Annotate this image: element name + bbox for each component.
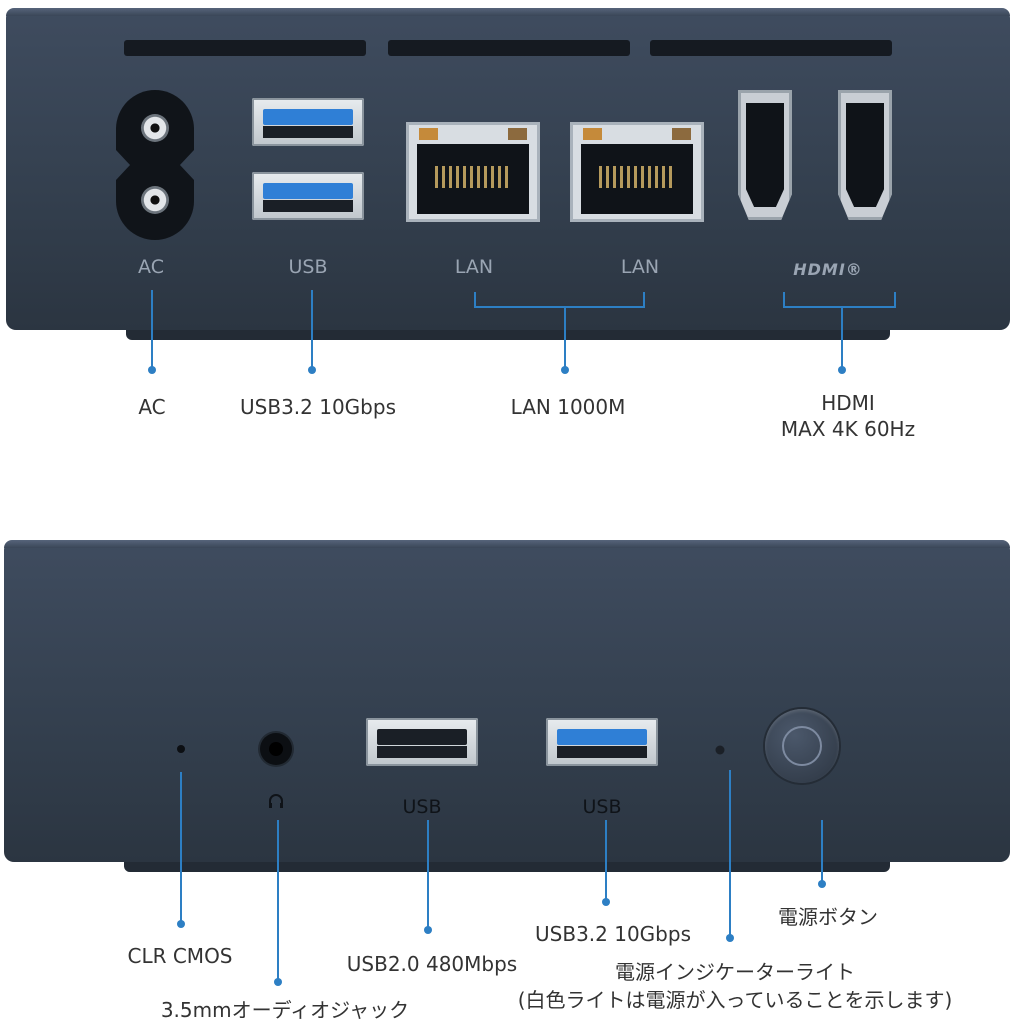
callout-dot-ac [148, 366, 156, 374]
usb2-port [366, 718, 478, 766]
usb3-port [252, 98, 364, 146]
callout-line-usb [311, 290, 313, 368]
hdmi-port-1 [738, 90, 792, 220]
hdmi-socket [845, 103, 885, 207]
callout-hdmi-line2: MAX 4K 60Hz [780, 417, 916, 441]
port-label-usb: USB [288, 256, 328, 278]
power-led [715, 745, 725, 755]
front-top-rim [4, 540, 1010, 548]
callout-ac: AC [138, 395, 166, 419]
lan-port-1 [406, 122, 540, 222]
callout-bracket-lan-left [474, 292, 476, 308]
usb-slot [263, 199, 353, 213]
audio-jack-inner [269, 742, 283, 756]
lan-led [583, 128, 603, 140]
usb-tongue [377, 728, 467, 745]
power-button [765, 709, 839, 783]
callout-usb2: USB2.0 480Mbps [346, 952, 518, 976]
usb3-port [252, 172, 364, 220]
callout-lan: LAN 1000M [510, 395, 626, 419]
vent-slot [124, 40, 366, 56]
lan-pins [435, 166, 511, 188]
front-panel-device: USB USB [4, 540, 1010, 872]
callout-dot-audio [274, 978, 282, 986]
callout-power-led-line1: 電源インジケーターライト [614, 960, 855, 984]
callout-line-ac [151, 290, 153, 368]
callout-power-led-line2: (白色ライトは電源が入っていることを示します) [517, 988, 953, 1012]
front-foot [124, 862, 890, 872]
callout-hdmi-line1: HDMI [821, 391, 875, 415]
ac-inlet [116, 90, 194, 240]
callout-bracket-hdmi-right [894, 292, 896, 308]
ac-pin [141, 114, 169, 142]
clr-cmos-hole [177, 745, 185, 753]
callout-line-usb2 [427, 820, 429, 928]
callout-bracket-hdmi [783, 306, 896, 308]
callout-power-button: 電源ボタン [778, 905, 878, 929]
lan-port-2 [570, 122, 704, 222]
usb-slot [377, 745, 467, 759]
usb3-port-front [546, 718, 658, 766]
lan-led [507, 128, 527, 140]
callout-bracket-hdmi-left [783, 292, 785, 308]
usb-tongue [557, 728, 647, 745]
callout-dot-usb3 [602, 898, 610, 906]
front-port-label-usb-right: USB [582, 796, 622, 818]
callout-dot-hdmi [838, 366, 846, 374]
callout-line-power-button [821, 820, 823, 882]
ac-pin [141, 186, 169, 214]
callout-dot-usb [308, 366, 316, 374]
usb-tongue [263, 182, 353, 199]
callout-dot-usb2 [424, 926, 432, 934]
callout-clr-cmos: CLR CMOS [127, 944, 233, 968]
rear-top-rim [6, 8, 1010, 16]
callout-audio: 3.5mmオーディオジャック [160, 998, 410, 1022]
rear-foot [126, 330, 890, 340]
callout-line-clr-cmos [180, 772, 182, 922]
lan-led [671, 128, 691, 140]
callout-hdmi: HDMI MAX 4K 60Hz [781, 390, 915, 442]
callout-line-lan [564, 306, 566, 368]
power-button-icon [782, 726, 822, 766]
callout-dot-clr-cmos [177, 920, 185, 928]
front-port-label-usb-left: USB [402, 796, 442, 818]
callout-bracket-lan-right [643, 292, 645, 308]
hdmi-logo: HDMI® [793, 260, 863, 279]
callout-usb3: USB3.2 10Gbps [535, 922, 691, 946]
headphone-icon [269, 794, 283, 808]
callout-line-usb3 [605, 820, 607, 900]
callout-usb: USB3.2 10Gbps [240, 395, 396, 419]
port-label-lan-2: LAN [620, 256, 660, 278]
lan-led [419, 128, 439, 140]
vent-slot [650, 40, 892, 56]
port-label-ac: AC [138, 256, 164, 278]
callout-line-hdmi [841, 306, 843, 368]
hdmi-socket [745, 103, 785, 207]
usb-slot [263, 125, 353, 139]
hdmi-port-2 [838, 90, 892, 220]
vent-slot [388, 40, 630, 56]
lan-pins [599, 166, 675, 188]
callout-dot-power-led [726, 934, 734, 942]
usb-tongue [263, 108, 353, 125]
port-label-lan-1: LAN [454, 256, 494, 278]
callout-line-power-led [729, 770, 731, 936]
rear-panel-device: AC USB LAN LAN HDMI® [6, 8, 1010, 340]
callout-dot-lan [561, 366, 569, 374]
callout-bracket-lan [474, 306, 645, 308]
callout-dot-power-button [818, 880, 826, 888]
usb-slot [557, 745, 647, 759]
callout-line-audio [277, 820, 279, 980]
callout-power-led: 電源インジケーターライト (白色ライトは電源が入っていることを示します) [518, 958, 953, 1014]
